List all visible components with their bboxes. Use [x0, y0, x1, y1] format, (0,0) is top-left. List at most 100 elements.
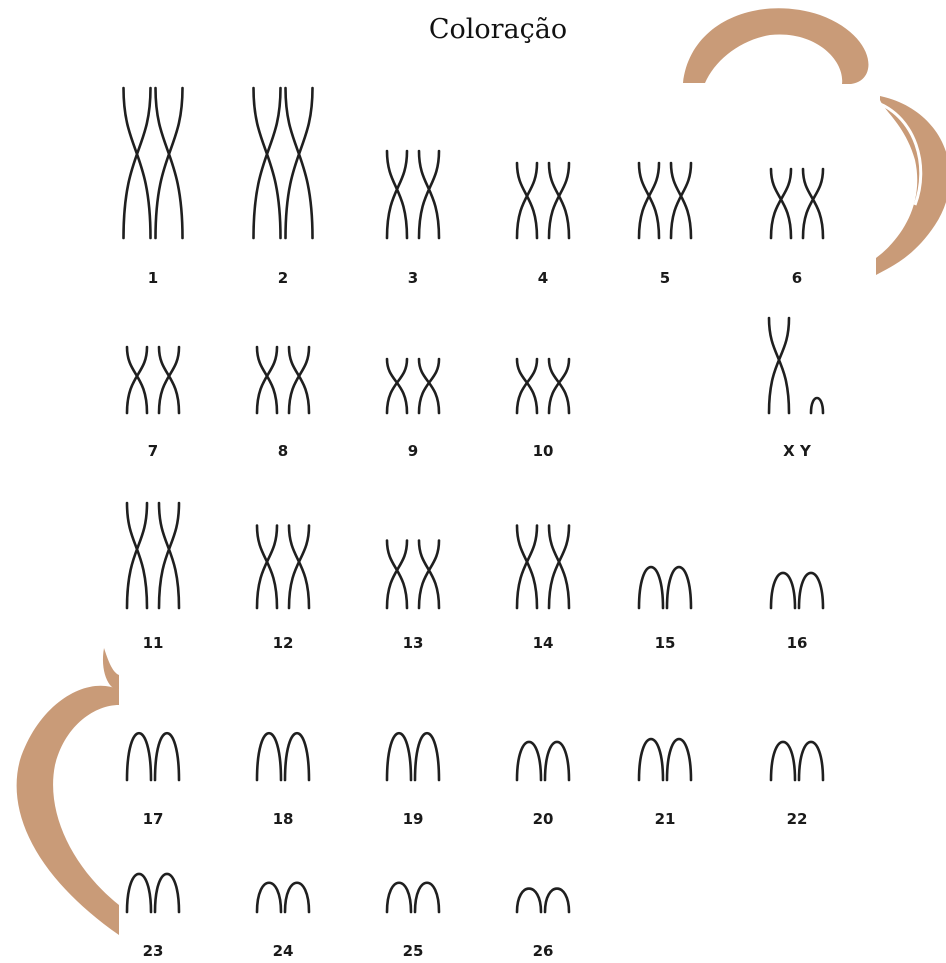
chromosome-label: 5 [660, 269, 670, 287]
chromosome-y [809, 396, 825, 415]
chromosome-label: 19 [403, 810, 424, 828]
chromatid-right [547, 524, 571, 610]
chromatid-left [637, 161, 661, 240]
chromatid-right [413, 881, 441, 914]
chromosome-pair-5: 5 [637, 161, 693, 287]
chromatid-left [385, 357, 409, 415]
chromatid-left [769, 740, 797, 782]
chromosome-pair-4: 4 [515, 161, 571, 287]
chromatid-right [417, 149, 441, 240]
chromosome-label: 23 [143, 942, 164, 960]
chromatid-right [669, 161, 693, 240]
chromatid-left [385, 732, 413, 782]
chromatid-right [547, 161, 571, 240]
chromosome-label: 18 [273, 810, 294, 828]
chromatid-left [385, 539, 409, 610]
chromosome-label: 7 [148, 442, 158, 460]
chromatid-left [515, 357, 539, 415]
chromatid-left [637, 565, 665, 610]
chromosome-pair-16: 16 [769, 571, 825, 652]
chromosome-label: 25 [403, 942, 424, 960]
chromosome-label: 26 [533, 942, 554, 960]
chromatid-left [515, 887, 543, 914]
chromatid-right [157, 345, 181, 415]
swirl-bottom-left [16, 648, 121, 935]
chromosome-label: 1 [148, 269, 158, 287]
chromatid-left [769, 571, 797, 610]
chromosome-label: X Y [783, 442, 812, 460]
chromosome-pair-25: 25 [385, 881, 441, 960]
chromatid-right [797, 740, 825, 782]
swirl-top-right [683, 8, 946, 275]
chromatid-left [769, 167, 793, 240]
chromosome-pair-11: 11 [125, 501, 181, 652]
chromatid-left [125, 872, 153, 914]
chromosome-label: 12 [273, 634, 294, 652]
chromosome-pair-18: 18 [255, 732, 311, 828]
chromatid-left [125, 732, 153, 782]
chromatid-right [283, 732, 311, 782]
chromatid-left [125, 501, 149, 610]
chromosome-pair-23: 23 [125, 872, 181, 960]
chromosome-pair-14: 14 [515, 524, 571, 652]
chromatid-right [413, 732, 441, 782]
chromatid-right [153, 872, 181, 914]
chromosome-label: 13 [403, 634, 424, 652]
chromosome-pair-22: 22 [769, 740, 825, 828]
chromosome-pair-26: 26 [515, 887, 571, 960]
chromosome-label: 2 [278, 269, 288, 287]
chromosome-pair-21: 21 [637, 737, 693, 828]
chromatid-right [547, 357, 571, 415]
chromosome-label: 14 [533, 634, 554, 652]
chromosome-label: 21 [655, 810, 676, 828]
chromatid-left [125, 345, 149, 415]
chromosome-pair-9: 9 [385, 357, 441, 460]
chromatid-left [637, 737, 665, 782]
chromatid-left [515, 740, 543, 782]
chromosome-label: 17 [143, 810, 164, 828]
chromatid-right [287, 524, 311, 610]
chromatid-left [255, 524, 279, 610]
chromosome-pair-10: 10 [515, 357, 571, 460]
chromatid-left [515, 524, 539, 610]
chromatid-right [157, 501, 181, 610]
chromosome-label: 3 [408, 269, 418, 287]
chromosome-pair-20: 20 [515, 740, 571, 828]
chromosome-pair-12: 12 [255, 524, 311, 652]
chromatid-right [284, 86, 314, 240]
chromatid-left [385, 881, 413, 914]
chromosome-pair-17: 17 [125, 732, 181, 828]
chromosome-label: 20 [533, 810, 554, 828]
chromosome-label: 6 [792, 269, 802, 287]
chromosome-pair-13: 13 [385, 539, 441, 652]
chromatid-right [287, 345, 311, 415]
chromosome-label: 24 [273, 942, 294, 960]
chromatid-right [801, 167, 825, 240]
chromosome-label: 9 [408, 442, 418, 460]
chromatid-right [154, 86, 184, 240]
chromatid-right [153, 732, 181, 782]
chromatid-left [255, 881, 283, 914]
chromosome-label: 10 [533, 442, 554, 460]
chromosome-label: 16 [787, 634, 808, 652]
chromosome-pair-x-y: X Y [767, 316, 825, 460]
chromatid-left [515, 161, 539, 240]
chromosome-pair-24: 24 [255, 881, 311, 960]
chromatid-right [665, 737, 693, 782]
chromosome-label: 22 [787, 810, 808, 828]
chromosome-label: 15 [655, 634, 676, 652]
chromatid-right [665, 565, 693, 610]
chromosome-label: 11 [143, 634, 164, 652]
chromatid-left [122, 86, 152, 240]
chromosome-pair-15: 15 [637, 565, 693, 652]
slide-title: Coloração [428, 14, 568, 45]
chromatid-right [543, 740, 571, 782]
chromosome-pair-6: 6 [769, 167, 825, 287]
chromatid-left [255, 345, 279, 415]
chromosome-pair-2: 2 [252, 86, 314, 287]
chromosome-label: 4 [538, 269, 548, 287]
chromosome-pair-8: 8 [255, 345, 311, 460]
chromatid-right [543, 887, 571, 914]
